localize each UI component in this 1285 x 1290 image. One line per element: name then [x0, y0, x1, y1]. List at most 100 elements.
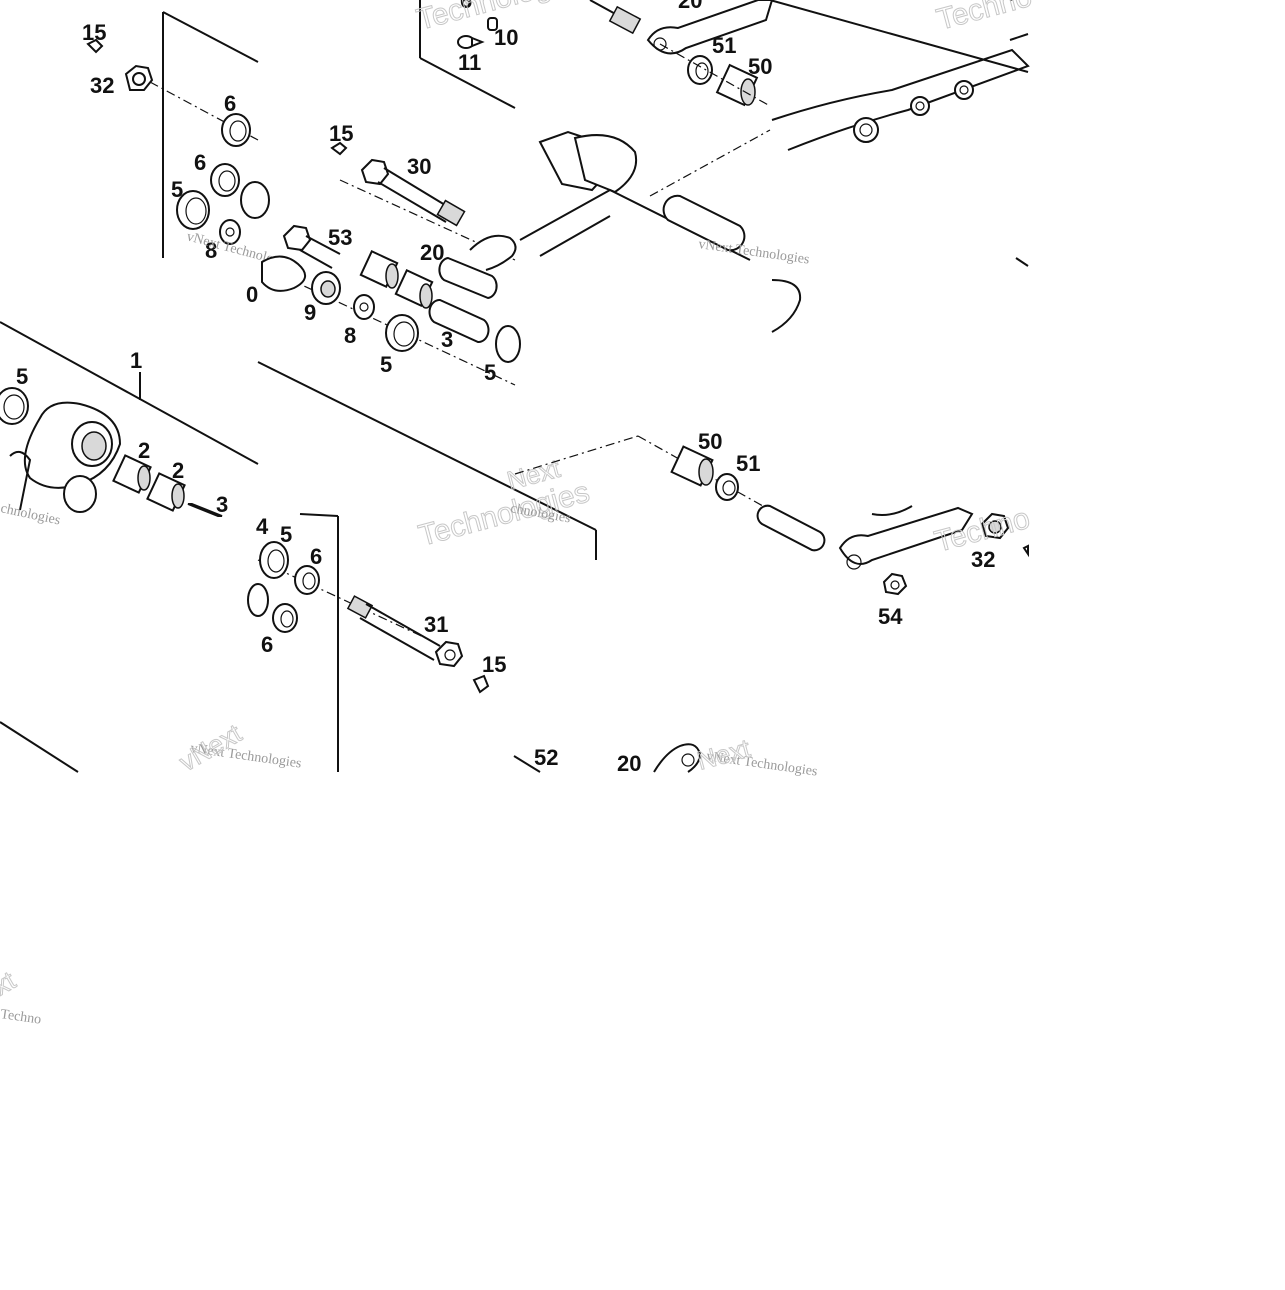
tube-3 [187, 503, 223, 517]
bearing-50 [670, 445, 714, 487]
tile-middle-left: 1 5 2 2 3 chnologies [0, 321, 259, 529]
bolt-30 [360, 158, 466, 227]
callout-51: 51 [712, 33, 736, 58]
bearing-50 [715, 63, 759, 107]
callout-1: 1 [130, 348, 142, 373]
screw-partial [1022, 544, 1029, 558]
link-arm-20 [646, 0, 774, 55]
spacer-8 [219, 219, 241, 245]
link-hole [653, 37, 667, 51]
callout-5: 5 [171, 177, 183, 202]
callout-3: 3 [216, 492, 228, 517]
frame-line [162, 11, 259, 63]
callout-20: 20 [420, 240, 444, 265]
callout-15: 15 [482, 652, 506, 677]
seal-5 [259, 541, 289, 579]
callout-30: 30 [407, 154, 431, 179]
callout-8: 8 [344, 323, 356, 348]
swingarm-bolt [954, 80, 974, 100]
swingarm-edge [1009, 0, 1029, 41]
swingarm-body [771, 48, 1030, 151]
rocker-arm-1 [9, 401, 122, 513]
callout-15: 15 [329, 121, 353, 146]
seal-partial [247, 583, 269, 617]
bolt-31 [346, 595, 464, 668]
screw-15 [472, 674, 490, 694]
seal-5 [176, 190, 210, 230]
callout-6: 6 [194, 150, 206, 175]
callout-2: 2 [138, 438, 150, 463]
callout-50: 50 [748, 54, 772, 79]
nut-32 [980, 512, 1010, 540]
sleeve [756, 504, 826, 552]
tile-bottom-fragment: xt Techno [0, 964, 42, 1028]
frame-line [0, 321, 259, 465]
callout-6: 6 [224, 91, 236, 116]
swingarm-tail [771, 279, 802, 333]
callout-32: 32 [971, 547, 995, 572]
callout-6: 6 [261, 632, 273, 657]
tube-20 [438, 256, 498, 300]
callout-52: 52 [534, 745, 558, 770]
watermark-text: Techno [0, 1007, 42, 1028]
callout-31: 31 [424, 612, 448, 637]
axis-line [514, 435, 639, 475]
washer-6a [221, 113, 251, 147]
tile-top-middle: 6 11 10 15 30 53 20 9 8 5 3 5 0 Technolo… [246, 0, 597, 560]
frame-line [257, 361, 597, 531]
callout-6: 6 [460, 0, 472, 13]
callout-20: 20 [617, 751, 641, 776]
callout-6: 6 [310, 544, 322, 569]
frame-line [299, 513, 339, 517]
washer-6 [294, 565, 320, 595]
seal-5 [0, 387, 29, 425]
callout-10: 10 [494, 25, 518, 50]
sleeve [662, 194, 746, 252]
callout-4: 4 [256, 514, 269, 539]
tile-top-left: 15 32 6 6 5 8 vNext Technologies [0, 0, 297, 273]
tile-top-right: 20 51 50 Techno vNext Technologies [519, 0, 1036, 333]
screw-15 [330, 141, 348, 156]
callout-2: 2 [172, 458, 184, 483]
needle-bearing-2 [112, 454, 152, 494]
axis-line [637, 435, 771, 511]
watermark-text: xt [0, 965, 21, 1001]
callout-15: 15 [82, 20, 106, 45]
swingarm-bolt [910, 96, 930, 116]
watermark-text: vNext Technologies [697, 237, 810, 267]
washer-51 [715, 473, 739, 501]
needle-bearing-2 [146, 472, 186, 512]
seal-5 [385, 314, 419, 352]
thread [608, 5, 642, 35]
callout-50: 50 [698, 429, 722, 454]
callout-53: 53 [328, 225, 352, 250]
link-arm-20 [653, 743, 702, 773]
nut-54 [882, 572, 908, 596]
shock-mount [519, 130, 751, 261]
lever-20 [469, 234, 517, 271]
washer-6b [210, 163, 240, 197]
link-hole [681, 753, 695, 767]
callout-32: 32 [90, 73, 114, 98]
axis-line [659, 43, 771, 107]
seal-5 [495, 325, 521, 363]
tube-3 [428, 299, 490, 343]
washer-6 [272, 603, 298, 633]
axis-line [257, 559, 431, 641]
callout-5: 5 [380, 352, 392, 377]
frame-line [0, 721, 79, 773]
watermark-text: Techno [933, 0, 1035, 37]
callout-5: 5 [16, 364, 28, 389]
frame-line [419, 57, 516, 109]
callout-8: 8 [205, 238, 217, 263]
leader-line [513, 755, 541, 773]
watermark-text: chnologies [0, 501, 62, 528]
callout-51: 51 [736, 451, 760, 476]
washer-51 [687, 55, 713, 85]
bearing-9 [311, 271, 341, 305]
clip-11 [457, 35, 485, 49]
needle-bearing [359, 249, 399, 289]
seal-partial [240, 181, 270, 219]
callout-20: 20 [678, 0, 702, 13]
